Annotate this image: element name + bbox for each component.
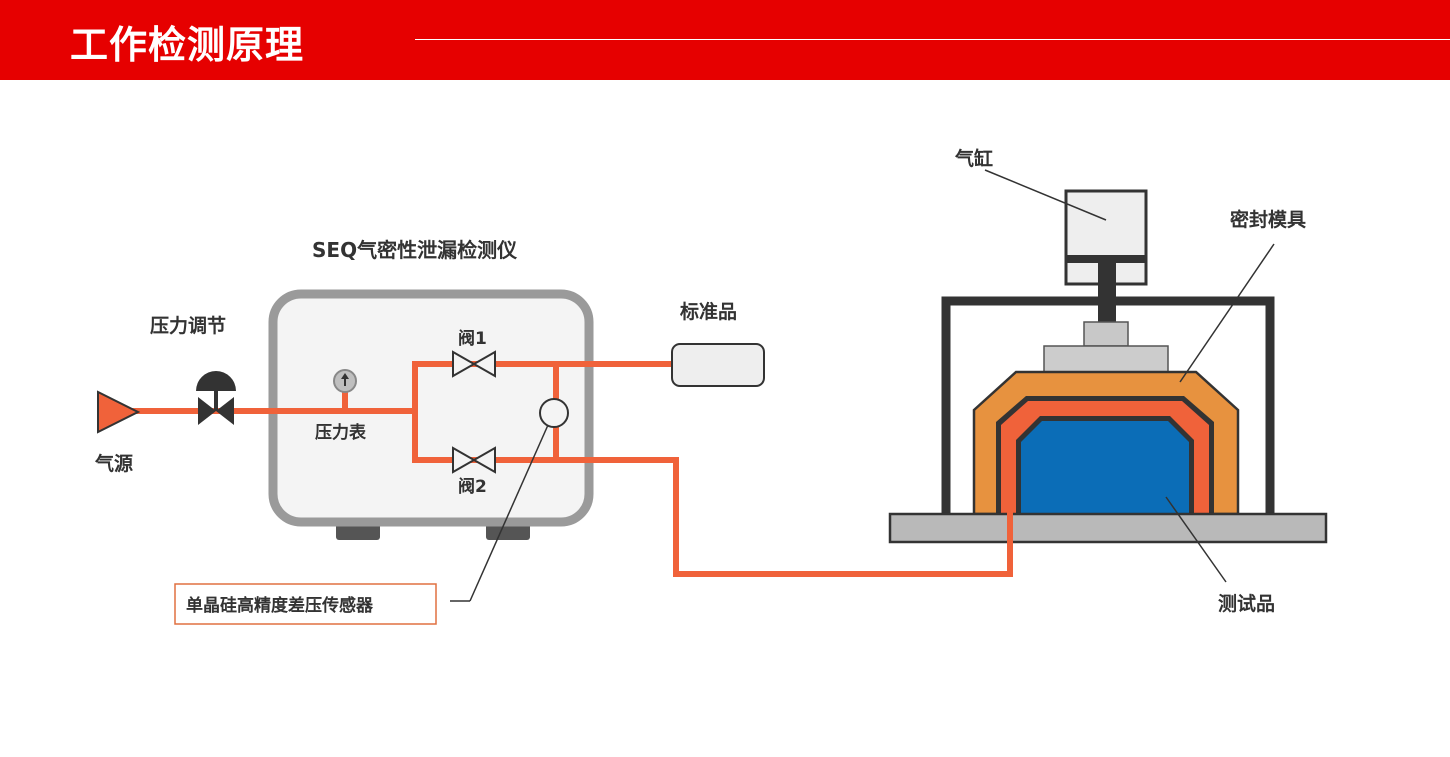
label-sensor: 单晶硅高精度差压传感器 bbox=[186, 595, 374, 616]
label-valve-2: 阀2 bbox=[458, 476, 487, 497]
press-head bbox=[1043, 345, 1169, 373]
pressure-gauge-icon bbox=[333, 369, 357, 393]
label-pressure-gauge: 压力表 bbox=[315, 422, 367, 443]
sensor-leader-line bbox=[469, 424, 549, 602]
label-seal-mold: 密封模具 bbox=[1230, 208, 1306, 231]
sensor-circle-icon bbox=[539, 398, 569, 428]
label-standard: 标准品 bbox=[680, 301, 737, 323]
base-plate bbox=[888, 512, 1328, 544]
label-test-item: 测试品 bbox=[1218, 593, 1275, 615]
sensor-label-box bbox=[174, 583, 437, 625]
label-pressure-regulator: 压力调节 bbox=[150, 314, 226, 337]
press-head-top bbox=[1083, 321, 1129, 347]
regulator-valve-icon bbox=[196, 371, 236, 425]
valve-1-icon bbox=[452, 350, 496, 378]
test-item bbox=[1021, 421, 1189, 514]
label-air-source: 气源 bbox=[94, 452, 133, 475]
label-instrument: SEQ气密性泄漏检测仪 bbox=[312, 238, 518, 262]
label-cylinder: 气缸 bbox=[954, 147, 993, 170]
header-bar: 工作检测原理 bbox=[0, 0, 1450, 80]
page-title: 工作检测原理 bbox=[70, 23, 305, 67]
valve-2-icon bbox=[452, 446, 496, 474]
triangle-source-icon bbox=[97, 390, 141, 434]
header-divider bbox=[415, 39, 1450, 40]
seal-mold-leader-line bbox=[1179, 243, 1275, 383]
cylinder-piston bbox=[1066, 255, 1146, 263]
label-valve-1: 阀1 bbox=[458, 328, 487, 349]
standard-item bbox=[671, 343, 765, 387]
test-item-leader-line bbox=[1165, 496, 1227, 583]
cylinder-rod bbox=[1098, 263, 1116, 323]
cylinder-leader-line bbox=[984, 169, 1107, 221]
